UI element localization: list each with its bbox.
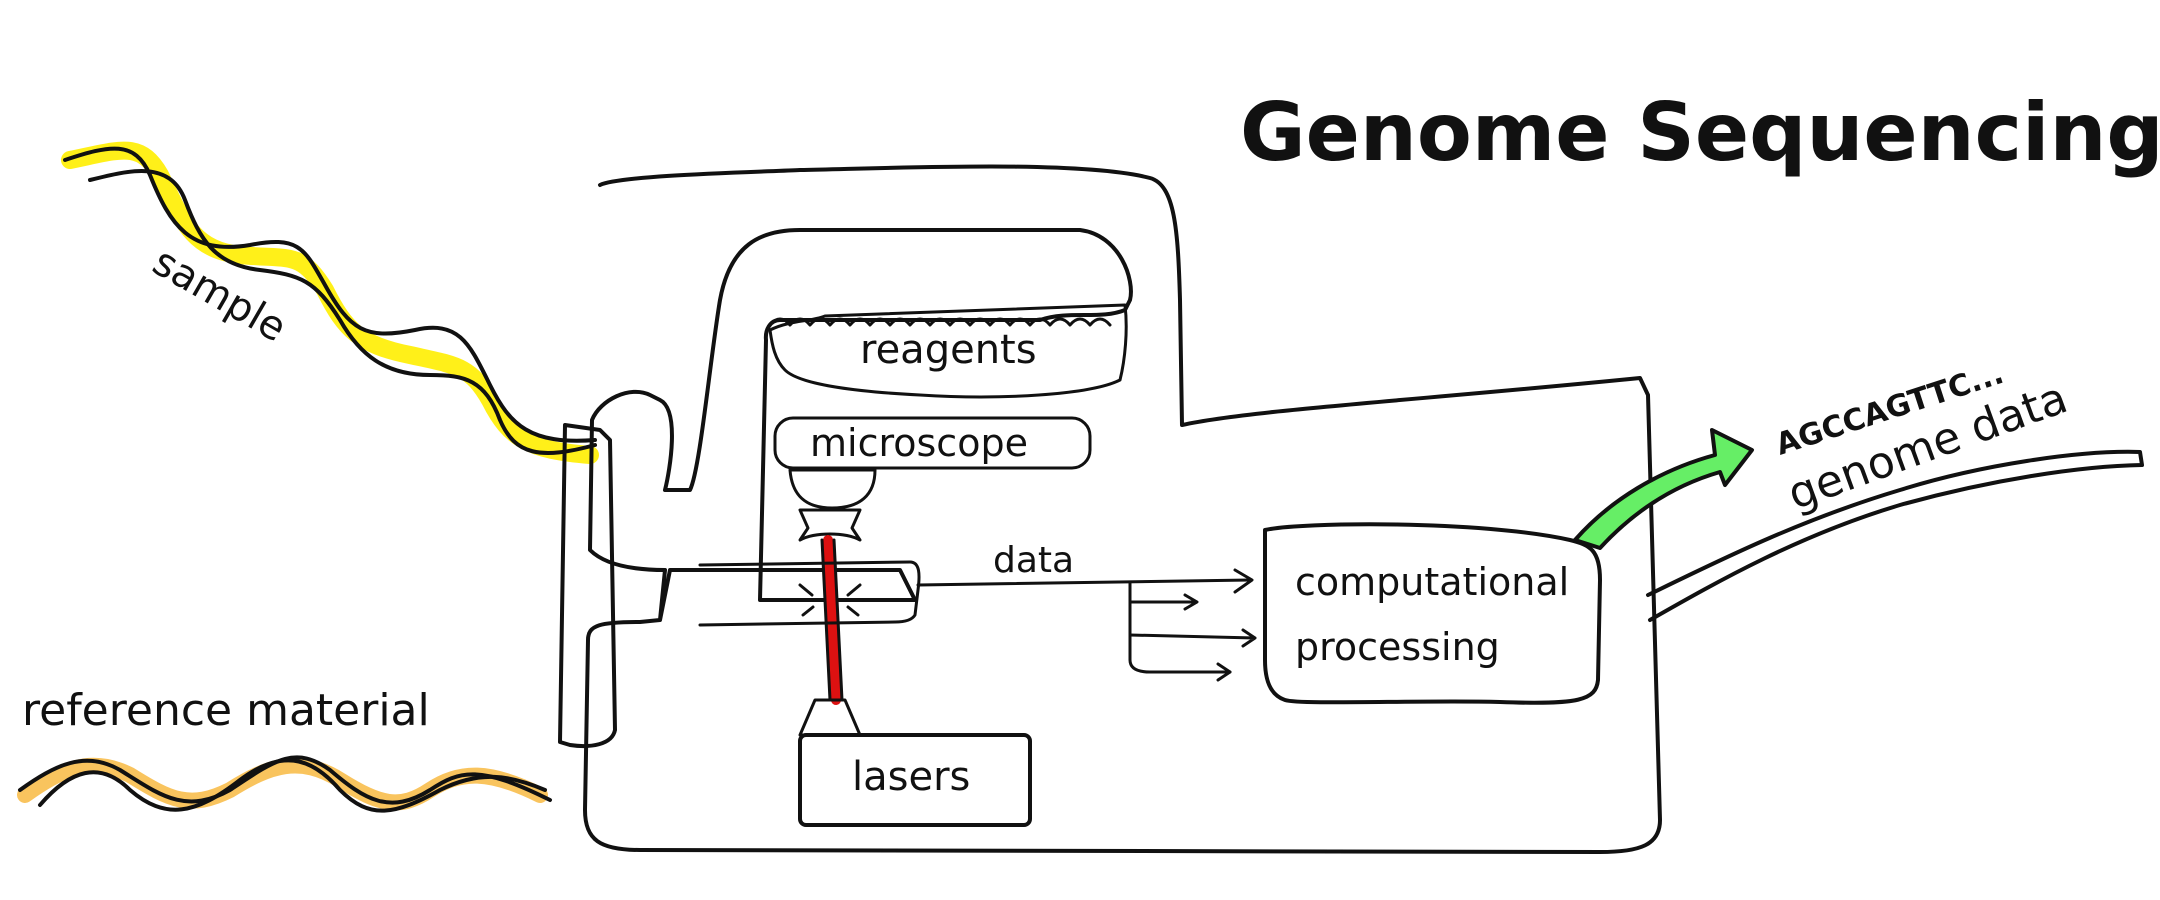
reagents-chamber: reagents (768, 303, 1128, 399)
diagram-title: Genome Sequencing (1240, 86, 2160, 179)
reagents-label: reagents (860, 327, 1037, 373)
processing-label-line2: processing (1295, 625, 1500, 669)
flow-cell (698, 560, 921, 627)
computational-processing-unit: computational processing (1263, 522, 1602, 705)
sample-dna-helix-icon (61, 141, 599, 464)
microscope: microscope (773, 416, 1092, 542)
output-cable (1646, 449, 2144, 622)
lasers-label: lasers (852, 754, 970, 800)
reference-material-label: reference material (22, 685, 430, 736)
processing-label-line1: computational (1295, 560, 1569, 604)
microscope-label: microscope (810, 421, 1028, 465)
data-label: data (993, 540, 1074, 581)
reference-dna-helix-icon (17, 755, 552, 813)
sequencer-machine (583, 164, 1662, 854)
loading-slot (558, 423, 617, 749)
data-flow-arrows: data (916, 540, 1257, 682)
lasers-unit: lasers (798, 698, 1032, 827)
laser-beam (820, 535, 844, 705)
output-arrow-icon (1573, 428, 1754, 550)
arrow-head-icon (1233, 568, 1254, 594)
